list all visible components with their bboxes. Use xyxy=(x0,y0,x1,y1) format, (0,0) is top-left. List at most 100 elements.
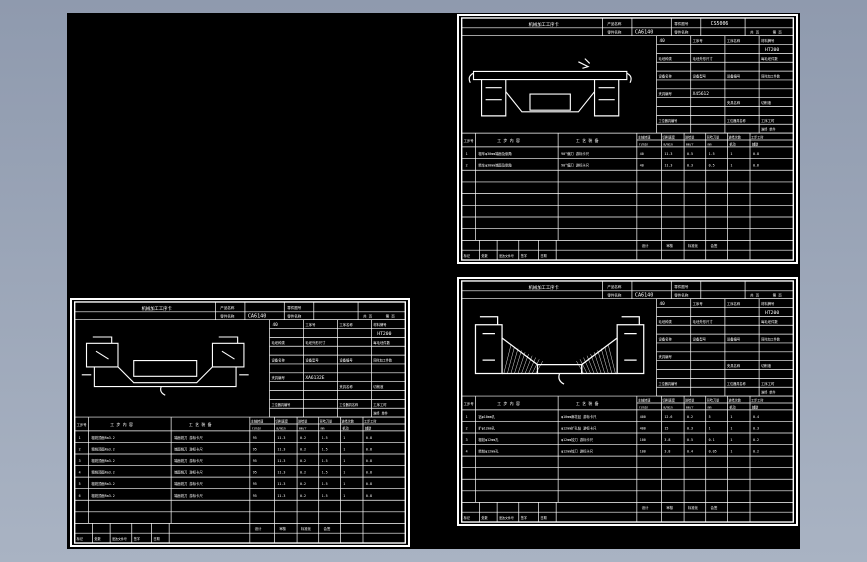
table-unit: mm/r xyxy=(686,142,694,146)
cell-label: 准终 单件 xyxy=(761,127,775,132)
part-outline xyxy=(558,373,565,385)
step-value: 1.5 xyxy=(322,482,328,486)
table-header: 工 步 内 容 xyxy=(497,138,520,143)
step-value: 1 xyxy=(730,438,732,442)
step-value: 0.1 xyxy=(709,438,715,442)
part-outline xyxy=(481,79,507,117)
footer-label: 会签 xyxy=(711,505,718,510)
step-content: 粗铣顶面Ra3.2 xyxy=(91,447,114,452)
table-unit: m/min xyxy=(276,426,286,430)
step-value: 1.5 xyxy=(322,494,328,498)
step-value: 100 xyxy=(640,450,646,454)
cell-label: 夹具编号 xyxy=(658,91,672,96)
table-unit: mm xyxy=(708,405,712,409)
step-value: 0.2 xyxy=(300,436,306,440)
step-value: 0.2 xyxy=(753,450,759,454)
cell-label: 材料牌号 xyxy=(761,301,775,306)
step-value: 11.3 xyxy=(277,494,285,498)
table-unit: mm xyxy=(321,426,325,430)
cell-label: 工序号 xyxy=(305,322,316,327)
footer-label: 处数 xyxy=(481,253,488,258)
cell-label: 产品名称 xyxy=(607,21,622,26)
part-outline xyxy=(593,352,602,374)
footer-label: 标准化 xyxy=(301,526,312,531)
step-value: 0.6 xyxy=(753,164,759,168)
part-outline xyxy=(482,332,637,361)
step-value: 1 xyxy=(730,415,732,419)
step-value: 0.3 xyxy=(753,427,759,431)
table-unit: 机动 xyxy=(342,425,348,430)
step-content: 钻φ10mm孔 xyxy=(478,414,495,419)
step-value: 0.2 xyxy=(300,482,306,486)
cell-label: 零件图号 xyxy=(674,21,689,26)
footer-label: 标记 xyxy=(77,536,83,541)
part-outline xyxy=(472,70,628,81)
step-value: 0.8 xyxy=(366,448,372,452)
part-outline xyxy=(528,357,536,374)
footer-label: 签字 xyxy=(521,253,527,258)
step-value: 0.8 xyxy=(366,482,372,486)
table-header: 主轴转速 xyxy=(251,419,264,424)
part-outline xyxy=(117,366,213,384)
cell-label: 材料牌号 xyxy=(761,38,775,43)
table-header: 背吃刀量 xyxy=(320,419,333,424)
step-value: 0.2 xyxy=(300,494,306,498)
step-value: 0.3 xyxy=(687,427,693,431)
table-header: 工步工时 xyxy=(364,419,377,424)
cell-label: 夹具名称 xyxy=(727,100,741,105)
step-tooling: 端面铣刀 游标卡尺 xyxy=(174,470,203,475)
part-outline xyxy=(608,345,616,374)
part-section-view xyxy=(468,58,632,117)
step-value: 0.5 xyxy=(687,152,693,156)
cell-label: 工序工时 xyxy=(373,402,387,407)
footer-label: 更改文件号 xyxy=(112,536,127,541)
step-value: 1 xyxy=(343,448,345,452)
cell-label: 工序名称 xyxy=(727,301,741,306)
step-value: 40 xyxy=(640,164,644,168)
step-number: 3 xyxy=(466,438,468,442)
table-header: 工 艺 装 备 xyxy=(576,138,599,143)
cell-label: 每毛坯件数 xyxy=(761,319,778,324)
material-grade: HT200 xyxy=(377,331,391,337)
table-unit: r/min xyxy=(639,405,649,409)
cell-label: 第 页 xyxy=(386,314,396,319)
step-value: 100 xyxy=(640,438,646,442)
cell-label: 毛坯外形尺寸 xyxy=(693,319,714,324)
cell-label: 毛坯种类 xyxy=(658,319,672,324)
cell-label: 产品名称 xyxy=(607,284,622,289)
footer-label: 审核 xyxy=(666,243,673,248)
table-unit: m/min xyxy=(663,142,673,146)
footer-label: 设计 xyxy=(642,505,649,510)
table-header: 主轴转速 xyxy=(638,398,651,403)
step-value: 1.5 xyxy=(709,152,715,156)
step-value: 0.8 xyxy=(366,471,372,475)
footer-label: 会签 xyxy=(711,243,718,248)
part-outline xyxy=(517,352,526,374)
part-outline xyxy=(583,357,591,374)
table-unit: mm/r xyxy=(686,405,694,409)
step-content: 粗铣顶面Ra3.2 xyxy=(91,481,114,486)
part-outline xyxy=(604,346,613,374)
step-value: 95 xyxy=(253,494,257,498)
material-grade: HT200 xyxy=(765,47,779,53)
part-outline xyxy=(593,79,620,117)
cell-label: 夹具编号 xyxy=(658,354,672,359)
operation-number: 40 xyxy=(659,301,665,307)
step-number: 1 xyxy=(466,152,468,156)
cell-label: 工序名称 xyxy=(339,322,353,327)
table-header: 进给量 xyxy=(298,419,307,424)
cell-label: 切削液 xyxy=(761,100,772,105)
cell-label: 切削液 xyxy=(761,363,772,368)
table-unit: mm xyxy=(708,142,712,146)
part-outline xyxy=(474,324,503,375)
fixture-number: X45612 xyxy=(693,91,710,97)
footer-label: 会签 xyxy=(324,526,331,531)
step-value: 95 xyxy=(253,459,257,463)
part-outline xyxy=(160,386,166,396)
cell-label: 工位器具名称 xyxy=(727,118,746,123)
part-outline xyxy=(529,93,571,111)
